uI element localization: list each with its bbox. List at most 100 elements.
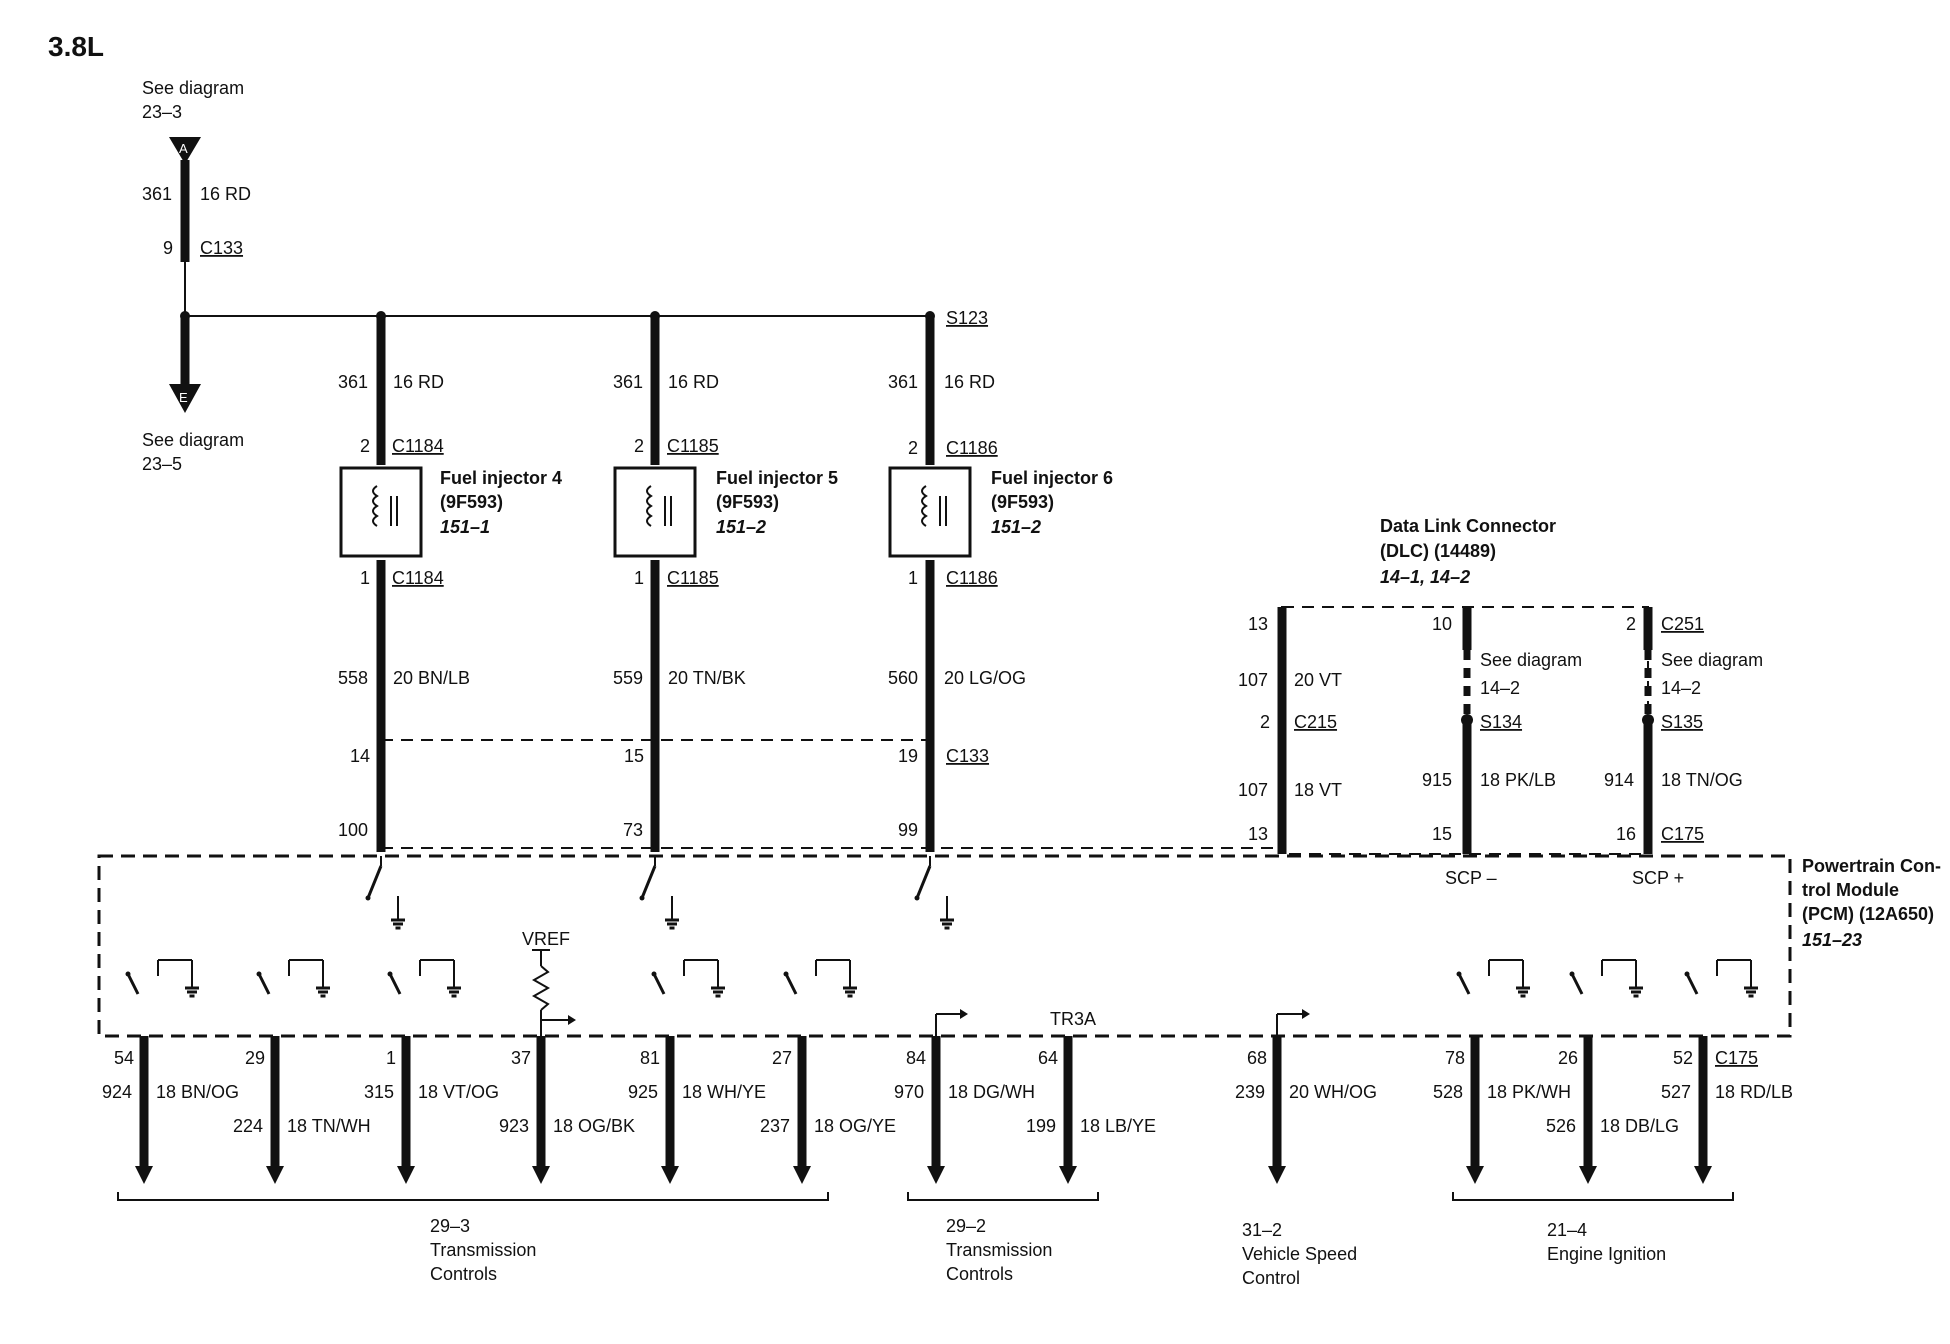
injector-4-circuit-bot: 558	[338, 668, 368, 688]
output-81-arrow	[661, 1166, 679, 1184]
output-37-circuit: 923	[499, 1116, 529, 1136]
connector-c133-bottom: C133	[946, 746, 989, 766]
injector-6-circuit: 361 16 RD 2 C1186 Fuel injector 6 (9F593…	[888, 311, 1113, 852]
pcm-switch-52	[1685, 960, 1759, 996]
injector-4-circuit-top: 361	[338, 372, 368, 392]
injector-6-pin-bot: 1	[908, 568, 918, 588]
dlc-w3-pin-top: 2	[1626, 614, 1636, 634]
output-1-circuit: 315	[364, 1082, 394, 1102]
fuel-injector-4-ref: 151–1	[440, 517, 490, 537]
output-37-arrow	[532, 1166, 550, 1184]
dlc-w2-see: See diagram	[1480, 650, 1582, 670]
injector-6-pcm-pin: 99	[898, 820, 918, 840]
fuel-injector-6-name: Fuel injector 6	[991, 468, 1113, 488]
injector-5-c133-pin: 15	[624, 746, 644, 766]
output-flag-84	[935, 1009, 968, 1040]
group-21-4-page: 21–4	[1547, 1220, 1587, 1240]
injector-6-conn-bot: C1186	[946, 568, 998, 588]
injector-4-pin-bot: 1	[360, 568, 370, 588]
injector-6-pin-top: 2	[908, 438, 918, 458]
injector-5-wire-top: 16 RD	[668, 372, 719, 392]
output-78-circuit: 528	[1433, 1082, 1463, 1102]
injector-5-circuit: 361 16 RD 2 C1185 Fuel injector 5 (9F593…	[613, 311, 838, 852]
tr3a-label: TR3A	[1050, 1009, 1096, 1029]
output-27-wire-color: 18 OG/YE	[814, 1116, 896, 1136]
injector-4-wire-bot: 20 BN/LB	[393, 668, 470, 688]
injector-4-conn-bot: C1184	[392, 568, 444, 588]
output-37-pin: 37	[511, 1048, 531, 1068]
output-78-arrow	[1466, 1166, 1484, 1184]
injector-driver-5	[639, 856, 681, 930]
output-64-arrow	[1059, 1166, 1077, 1184]
output-27-arrow	[793, 1166, 811, 1184]
output-84-circuit: 970	[894, 1082, 924, 1102]
pcm-name-line2: trol Module	[1802, 880, 1899, 900]
output-1-arrow	[397, 1166, 415, 1184]
group-bracket-29-2	[907, 1192, 1099, 1201]
dlc-w1-conn-mid: C215	[1294, 712, 1337, 732]
dlc-w2-circuit: 915	[1422, 770, 1452, 790]
output-29-arrow	[266, 1166, 284, 1184]
dlc-ref: 14–1, 14–2	[1380, 567, 1470, 587]
dlc-w2-pin-top: 10	[1432, 614, 1452, 634]
fuel-injector-4-part: (9F593)	[440, 492, 503, 512]
scp-minus-label: SCP –	[1445, 868, 1497, 888]
pcm-switch-81	[652, 960, 726, 996]
injector-5-pcm-pin: 73	[623, 820, 643, 840]
output-52-pin: 52	[1673, 1048, 1693, 1068]
injector-6-wire-bot: 20 LG/OG	[944, 668, 1026, 688]
output-26-circuit: 526	[1546, 1116, 1576, 1136]
injector-4-wire-top: 16 RD	[393, 372, 444, 392]
group-29-2-line2: Controls	[946, 1264, 1013, 1284]
see-diagram-a-page: 23–3	[142, 102, 182, 122]
see-diagram-a-label: See diagram	[142, 78, 244, 98]
output-26-arrow	[1579, 1166, 1597, 1184]
output-1-pin: 1	[386, 1048, 396, 1068]
output-27-circuit: 237	[760, 1116, 790, 1136]
dlc-w3-circuit: 914	[1604, 770, 1634, 790]
output-26-pin: 26	[1558, 1048, 1578, 1068]
dlc-w1-pin-mid: 2	[1260, 712, 1270, 732]
dlc-w2-splice: S134	[1480, 712, 1522, 732]
output-78-wire-color: 18 PK/WH	[1487, 1082, 1571, 1102]
fuel-injector-6-part: (9F593)	[991, 492, 1054, 512]
injector-6-conn-top: C1186	[946, 438, 998, 458]
circuit-361-a: 361	[142, 184, 172, 204]
pcm-switch-54	[126, 960, 200, 996]
pcm-ref: 151–23	[1802, 930, 1862, 950]
dlc-w1-wire-a: 20 VT	[1294, 670, 1342, 690]
output-68-arrow	[1268, 1166, 1286, 1184]
output-64-wire-color: 18 LB/YE	[1080, 1116, 1156, 1136]
injector-4-conn-top: C1184	[392, 436, 444, 456]
dlc-part: (DLC) (14489)	[1380, 541, 1496, 561]
pcm-switch-26	[1570, 960, 1644, 996]
output-54-wire-color: 18 BN/OG	[156, 1082, 239, 1102]
fuel-injector-4-symbol	[339, 466, 423, 558]
output-64-circuit: 199	[1026, 1116, 1056, 1136]
fuel-injector-5-name: Fuel injector 5	[716, 468, 838, 488]
output-84-pin: 84	[906, 1048, 926, 1068]
injector-4-pcm-pin: 100	[338, 820, 368, 840]
output-54-arrow	[135, 1166, 153, 1184]
output-52-circuit: 527	[1661, 1082, 1691, 1102]
output-26-wire-color: 18 DB/LG	[1600, 1116, 1679, 1136]
output-68-wire-color: 20 WH/OG	[1289, 1082, 1377, 1102]
group-29-2-line1: Transmission	[946, 1240, 1052, 1260]
injector-6-c133-pin: 19	[898, 746, 918, 766]
output-78-pin: 78	[1445, 1048, 1465, 1068]
dlc-w3-splice: S135	[1661, 712, 1703, 732]
connector-e-letter: E	[179, 390, 188, 405]
injector-4-pin-top: 2	[360, 436, 370, 456]
dlc-name: Data Link Connector	[1380, 516, 1556, 536]
connector-a-triangle	[169, 137, 201, 164]
output-37-wire-color: 18 OG/BK	[553, 1116, 635, 1136]
wire-16rd-a: 16 RD	[200, 184, 251, 204]
fuel-injector-5-ref: 151–2	[716, 517, 766, 537]
injector-driver-6	[914, 856, 956, 930]
connector-c133-a: C133	[200, 238, 243, 258]
pcm-module-outline	[97, 854, 1792, 1038]
vref-label: VREF	[522, 929, 570, 949]
group-bracket-21-4	[1452, 1192, 1734, 1201]
output-81-pin: 81	[640, 1048, 660, 1068]
